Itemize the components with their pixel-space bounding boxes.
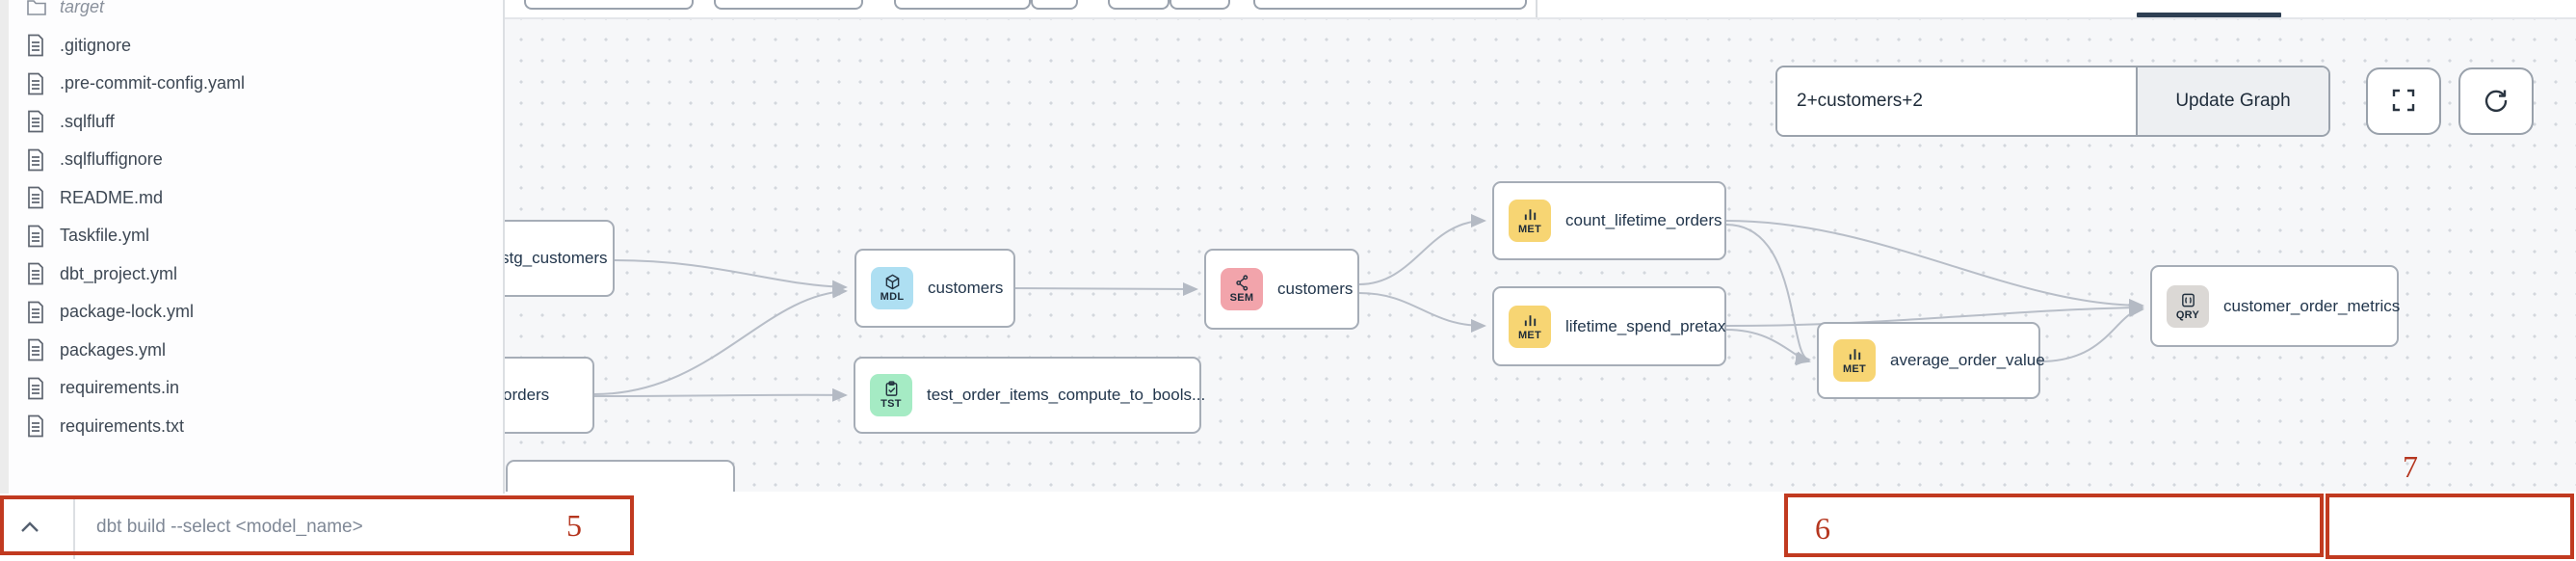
badge-label: TST (881, 398, 902, 410)
cut-tab-pill[interactable] (894, 0, 1031, 10)
file-name: README.md (60, 187, 164, 207)
file-icon (26, 72, 47, 95)
node-label: customer_order_metrics (2223, 296, 2401, 315)
file-name: .gitignore (60, 35, 132, 55)
file-name: requirements.txt (60, 415, 185, 436)
file-icon (26, 148, 47, 172)
file-icon (26, 301, 47, 324)
node-customers-model[interactable]: MDL customers (854, 249, 1015, 328)
file-icon (26, 186, 47, 209)
node-average-order-value[interactable]: MET average_order_value (1817, 322, 2045, 399)
cut-tab-pill[interactable] (524, 0, 694, 10)
node-stg-customers[interactable]: stg_customers (505, 220, 615, 297)
file-row[interactable]: packages.yml (9, 332, 503, 370)
node-label: lifetime_spend_pretax (1565, 316, 1726, 335)
file-row[interactable]: .sqlfluffignore (9, 141, 503, 179)
badge-label: MET (1517, 329, 1542, 341)
node-orders[interactable]: orders (505, 357, 594, 434)
node-label: count_lifetime_orders (1565, 211, 1722, 229)
file-name: .sqlfluffignore (60, 149, 163, 170)
node-label: test_order_items_compute_to_bools... (927, 386, 1206, 404)
file-row[interactable]: README.md (9, 179, 503, 218)
chevron-up-icon (19, 521, 40, 537)
metric-badge: MET (1509, 200, 1551, 242)
node-label: customers (928, 279, 1004, 297)
file-icon (26, 377, 47, 400)
file-row[interactable]: requirements.txt (9, 408, 503, 446)
cut-tab-pill[interactable] (1031, 0, 1078, 10)
refresh-icon (2483, 87, 2510, 117)
cut-tab-pill[interactable] (1108, 0, 1170, 10)
refresh-button[interactable] (2458, 67, 2534, 135)
file-row[interactable]: dbt_project.yml (9, 255, 503, 294)
badge-label: MET (1517, 224, 1542, 235)
semantic-model-badge: SEM (1221, 268, 1263, 310)
query-badge: QRY (2167, 284, 2209, 328)
command-input[interactable] (96, 507, 511, 548)
test-badge: TST (870, 374, 912, 416)
active-tab-underline (2137, 13, 2281, 17)
file-row[interactable]: .pre-commit-config.yaml (9, 65, 503, 103)
badge-label: QRY (2175, 308, 2200, 321)
node-label: stg_customers (505, 249, 608, 267)
node-test-order-items[interactable]: TST test_order_items_compute_to_bools... (854, 357, 1205, 434)
node-label: average_order_value (1890, 351, 2045, 369)
node-count-lifetime-orders[interactable]: MET count_lifetime_orders (1492, 181, 1726, 260)
node-label: customers (1277, 280, 1354, 298)
file-row[interactable]: Taskfile.yml (9, 217, 503, 255)
node-lifetime-spend-pretax[interactable]: MET lifetime_spend_pretax (1492, 286, 1726, 366)
fullscreen-icon (2390, 87, 2417, 117)
file-name: .pre-commit-config.yaml (60, 73, 246, 94)
metric-badge: MET (1509, 305, 1551, 348)
file-list: target .gitignore .pre-commit-config.yam… (9, 0, 503, 445)
file-row[interactable]: requirements.in (9, 369, 503, 408)
file-row[interactable]: .gitignore (9, 27, 503, 66)
graph-selector-group: Update Graph (1775, 66, 2330, 137)
file-name: dbt_project.yml (60, 263, 178, 283)
fullscreen-button[interactable] (2366, 67, 2441, 135)
file-icon (26, 414, 47, 438)
node-label: orders (505, 386, 550, 404)
file-name: Taskfile.yml (60, 226, 150, 246)
file-name: requirements.in (60, 378, 180, 398)
file-name: target (60, 0, 105, 17)
file-name: packages.yml (60, 339, 167, 360)
file-icon (26, 338, 47, 361)
cut-tab-pill[interactable] (1170, 0, 1230, 10)
file-icon (26, 225, 47, 248)
folder-icon (26, 0, 47, 19)
lineage-canvas[interactable]: stg_customers orders MDL customers TST t… (505, 19, 2576, 492)
file-name: .sqlfluff (60, 111, 115, 131)
badge-label: SEM (1229, 292, 1254, 304)
node-customers-semantic[interactable]: SEM customers (1204, 249, 1359, 330)
model-badge: MDL (871, 267, 913, 309)
file-panel-scrollbar[interactable] (0, 0, 9, 494)
file-icon (26, 34, 47, 57)
node-clipped[interactable] (506, 460, 735, 492)
metric-badge: MET (1833, 339, 1876, 382)
top-tab-strip (505, 0, 2576, 19)
badge-label: MDL (880, 291, 905, 303)
bottom-command-bar: Defer to staging/production ? Ready (0, 494, 2576, 561)
file-icon (26, 262, 47, 285)
graph-selector-input[interactable] (1777, 67, 2136, 135)
collapse-command-bar-button[interactable] (13, 515, 46, 542)
file-row-target[interactable]: target (9, 0, 503, 27)
node-customer-order-metrics[interactable]: QRY customer_order_metrics (2150, 265, 2401, 347)
lineage-edges (593, 214, 2144, 402)
file-row[interactable]: package-lock.yml (9, 293, 503, 332)
cut-tab-pill[interactable] (1253, 0, 1527, 10)
file-row[interactable]: .sqlfluff (9, 103, 503, 142)
update-graph-button[interactable]: Update Graph (2136, 67, 2328, 135)
file-tree-panel: target .gitignore .pre-commit-config.yam… (9, 0, 505, 494)
cut-tab-pill[interactable] (714, 0, 863, 10)
tabbar-divider (1536, 0, 1538, 17)
command-bar-divider (73, 497, 75, 559)
file-icon (26, 110, 47, 133)
file-name: package-lock.yml (60, 302, 195, 322)
badge-label: MET (1842, 363, 1867, 375)
